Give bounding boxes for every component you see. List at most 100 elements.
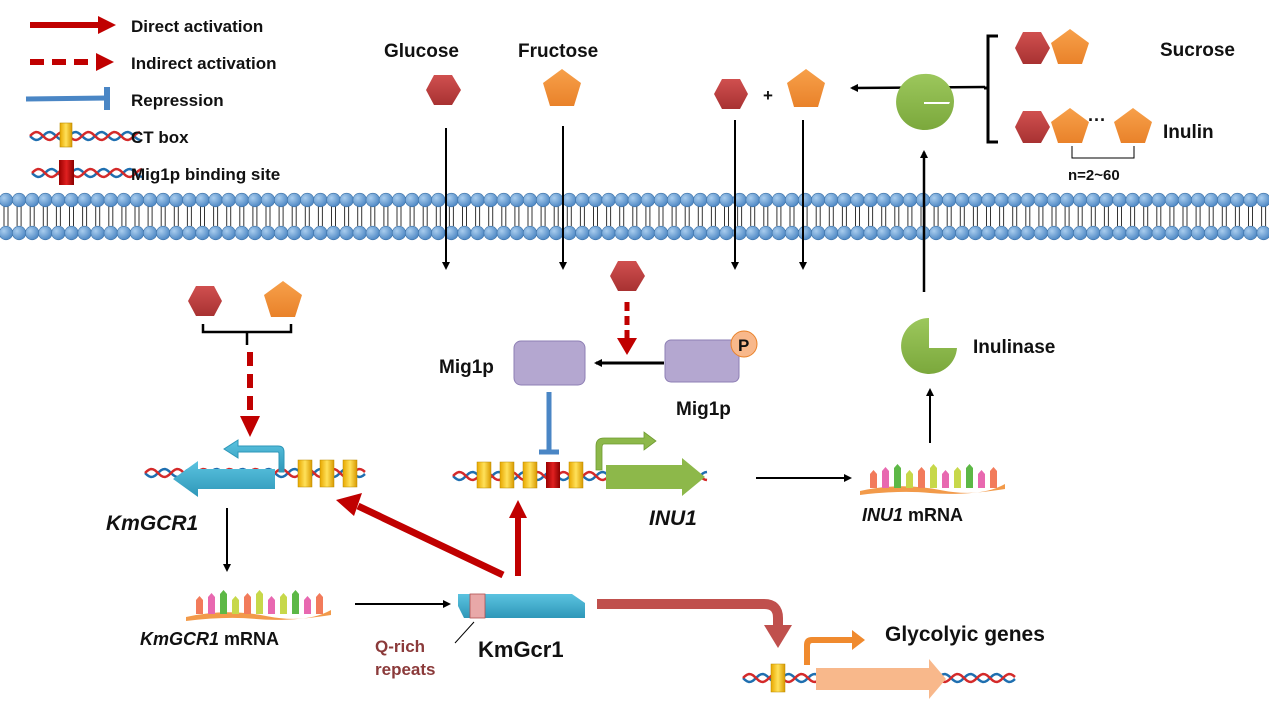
lipid-head — [1164, 192, 1179, 208]
glycolytic-activation-arrow — [597, 599, 783, 628]
lipid-head — [234, 225, 249, 241]
lipid-head — [745, 225, 760, 241]
lipid-head — [1073, 192, 1088, 208]
lipid-head — [640, 192, 656, 208]
lipid-head — [981, 192, 996, 208]
lipid-head — [1151, 192, 1166, 208]
q-rich-pointer — [454, 621, 475, 644]
lipid-head — [51, 192, 66, 208]
lipid-head — [614, 192, 629, 208]
lipid-head — [339, 225, 354, 241]
nucleotide — [220, 594, 227, 614]
plus-sign: + — [763, 86, 773, 105]
nucleotide — [894, 468, 901, 488]
lipid-head — [156, 225, 171, 241]
lipid-head — [234, 192, 249, 208]
lipid-head — [666, 225, 682, 241]
lipid-head — [1059, 225, 1075, 241]
lipid-head — [38, 192, 53, 208]
nucleotide-tip — [870, 470, 877, 474]
ct-box-icon — [770, 663, 786, 693]
lipid-head — [1099, 192, 1114, 208]
lipid-head — [169, 192, 184, 208]
legend-direct-activation: Direct activation — [30, 16, 263, 36]
lipid-head — [116, 225, 131, 241]
lipid-head — [719, 225, 734, 241]
inu1-coding-arrow — [606, 458, 705, 496]
nucleotide-tip — [244, 593, 251, 597]
cell-membrane — [0, 192, 1269, 241]
nucleotide — [882, 471, 889, 488]
lipid-head — [850, 192, 865, 208]
lipid-head — [0, 225, 14, 241]
lipid-head — [352, 192, 367, 208]
lipid-head — [418, 192, 433, 208]
legend-label: Mig1p binding site — [131, 165, 280, 184]
nucleotide-tip — [882, 467, 889, 471]
glucose-hexagon-icon — [1015, 32, 1050, 64]
lipid-head — [247, 225, 262, 241]
lipid-head — [1059, 192, 1075, 208]
lipid-head — [784, 225, 800, 241]
inu1-gene-label: INU1 — [649, 507, 697, 530]
kmgcr1-protein-label: KmGcr1 — [478, 637, 564, 662]
lipid-head — [1086, 225, 1101, 241]
lipid-head — [1138, 192, 1153, 208]
nucleotide-tip — [966, 464, 973, 468]
fructose-pentagon-icon — [787, 69, 825, 107]
lipid-head — [640, 225, 656, 241]
nucleotide-tip — [280, 593, 287, 597]
lipid-head — [1007, 225, 1022, 241]
nucleotide — [208, 597, 215, 614]
lipid-head — [0, 192, 14, 208]
lipid-head — [260, 192, 276, 208]
lipid-head — [90, 225, 105, 241]
transcription-start-arrow-icon — [223, 439, 285, 473]
lipid-head — [627, 192, 642, 208]
lipid-head — [339, 192, 354, 208]
lipid-head — [418, 225, 433, 241]
mig1p-binding-site-icon — [546, 462, 560, 488]
lipid-head — [797, 225, 813, 241]
lipid-head — [64, 225, 79, 241]
dna-strand — [31, 167, 143, 179]
lipid-head — [156, 192, 171, 208]
lipid-head — [300, 192, 315, 208]
phosphorylated-mig1p-protein — [664, 339, 740, 383]
lipid-head — [653, 192, 669, 208]
lipid-head — [1151, 225, 1166, 241]
lipid-head — [824, 225, 839, 241]
ct-box-icon — [568, 461, 584, 489]
nucleotide-tip — [208, 593, 215, 597]
ct-box-icon — [476, 461, 492, 489]
lipid-head — [666, 192, 682, 208]
lipid-head — [129, 192, 145, 208]
lipid-head — [1073, 225, 1088, 241]
legend-mig1p-site: Mig1p binding site — [31, 160, 280, 185]
nucleotide — [870, 474, 877, 488]
lipid-head — [771, 192, 787, 208]
fructose-pentagon-icon — [1051, 29, 1089, 64]
nucleotide-tip — [990, 467, 997, 471]
lipid-head — [588, 225, 603, 241]
nucleotide-tip — [220, 590, 227, 594]
lipid-head — [1204, 225, 1219, 241]
lipid-head — [1243, 192, 1258, 208]
nucleotide — [232, 600, 239, 614]
lipid-head — [431, 192, 446, 208]
lipid-head — [103, 192, 118, 208]
lipid-head — [653, 225, 669, 241]
lipid-head — [693, 225, 708, 241]
substrate-bracket — [984, 34, 998, 144]
lipid-head — [509, 192, 525, 208]
lipid-head — [522, 225, 538, 241]
glucose-hexagon-icon — [188, 286, 222, 316]
fructose-pentagon-icon — [264, 281, 302, 317]
q-rich-label: repeats — [375, 660, 435, 679]
lipid-head — [274, 225, 289, 241]
lipid-head — [811, 192, 826, 208]
legend-label: Direct activation — [131, 17, 263, 36]
arrowhead-icon — [240, 416, 260, 437]
lipid-head — [627, 225, 642, 241]
nucleotide-tip — [316, 593, 323, 597]
